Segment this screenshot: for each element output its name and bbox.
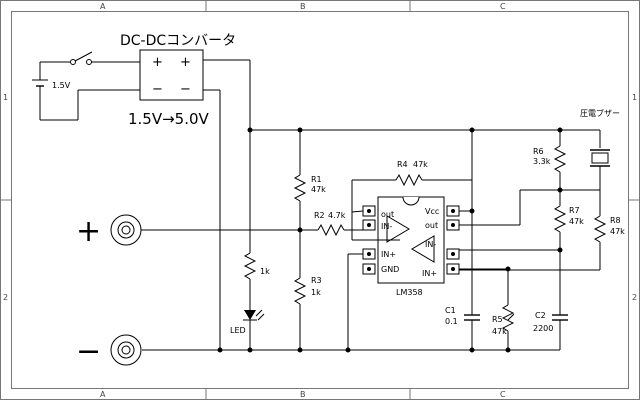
led-resistor [243, 252, 257, 280]
input-terminal-minus [110, 334, 142, 366]
battery-label: 1.5V [52, 81, 71, 90]
capacitor-c1: C1 0.1 [445, 306, 480, 350]
conversion-label: 1.5V→5.0V [128, 110, 210, 128]
r6-resistor [553, 145, 567, 173]
power-section: 1.5V DC-DCコンバータ + + − − 1.5V→5.0V [32, 33, 251, 350]
buzzer-branch: R6 3.3k 圧電ブザー [533, 108, 620, 200]
pin-gnd: GND [381, 265, 399, 274]
r7-name: R7 [569, 206, 580, 215]
ic-wiring [347, 189, 600, 350]
frame-col-b-bottom: B [300, 390, 306, 399]
frame-row-1-right: 1 [632, 93, 637, 102]
converter-minus-left: − [152, 82, 163, 97]
potentiometer-r5: R5 47k [492, 304, 515, 350]
lm358-ic: out IN- IN+ GND Vcc out IN- IN+ LM358 [362, 196, 460, 297]
r2-branch: R2 4.7k [300, 211, 363, 237]
r4-feedback: R4 47k [351, 130, 473, 315]
pin-in-minus-left: IN- [381, 222, 392, 231]
input-terminals: + − [76, 214, 300, 369]
led-branch: 1k LED [230, 130, 270, 350]
frame-col-a-bottom: A [100, 390, 106, 399]
frame-col-c-top: C [500, 2, 506, 11]
capacitor-c2: C2 2200 [533, 311, 568, 350]
frame-col-c-bottom: C [500, 390, 506, 399]
pin-in-plus-left: IN+ [381, 250, 396, 259]
r6-name: R6 [533, 147, 544, 156]
frame-col-b-top: B [300, 2, 306, 11]
input-minus-sign: − [76, 334, 101, 369]
led-icon [244, 310, 256, 320]
junction-dots [217, 127, 563, 353]
frame-row-1-left: 1 [3, 93, 8, 102]
power-switch [70, 51, 140, 65]
converter-title: DC-DCコンバータ [120, 33, 236, 49]
buzzer-label: 圧電ブザー [580, 108, 620, 118]
converter-minus-right: − [180, 82, 191, 97]
r4-name: R4 [397, 160, 408, 169]
r7-value: 47k [569, 217, 584, 226]
ic-notch [402, 196, 420, 206]
r5-value: 47k [492, 327, 507, 336]
pin-out-right: out [425, 221, 438, 230]
frame-row-2-right: 2 [632, 293, 637, 302]
r5-name: R5 [492, 315, 503, 324]
ic-name: LM358 [396, 288, 423, 297]
divider-r1-r3: R1 47k R3 1k [293, 130, 326, 350]
r8-name: R8 [610, 216, 621, 225]
frame-row-2-left: 2 [3, 293, 8, 302]
r4-resistor [395, 173, 423, 187]
r8-resistor [593, 215, 607, 243]
dcdc-converter-box [139, 49, 204, 101]
c2-name: C2 [535, 311, 546, 320]
opamp-a-icon [386, 215, 410, 243]
r6-value: 3.3k [533, 157, 551, 166]
converter-plus-left: + [152, 55, 163, 70]
opamp-b-icon [411, 235, 435, 263]
r2-name: R2 [314, 211, 325, 220]
pin-in-minus-right: IN- [425, 240, 436, 249]
pin-in-plus-right: IN+ [422, 269, 437, 278]
bias-r7-r8: R7 47k R8 47k [553, 190, 625, 315]
converter-plus-right: + [180, 55, 191, 70]
r3-name: R3 [311, 276, 322, 285]
led-label: LED [230, 326, 246, 335]
buzzer-icon [591, 152, 609, 164]
frame-col-a-top: A [100, 2, 106, 11]
r1-name: R1 [311, 175, 322, 184]
r1-resistor [293, 174, 307, 202]
r2-value: 4.7k [328, 211, 346, 220]
c1-value: 0.1 [445, 317, 458, 326]
input-plus-sign: + [76, 214, 101, 249]
r4-value: 47k [413, 160, 428, 169]
r7-resistor [553, 205, 567, 233]
r5-resistor [501, 304, 515, 332]
c1-name: C1 [445, 306, 456, 315]
r2-resistor [317, 223, 345, 237]
r3-value: 1k [311, 288, 321, 297]
c2-value: 2200 [533, 324, 553, 333]
input-terminal-plus [110, 214, 142, 246]
pin-out-left: out [381, 210, 394, 219]
r1-value: 47k [311, 185, 326, 194]
r8-value: 47k [610, 227, 625, 236]
pin-vcc: Vcc [425, 207, 439, 216]
led-resistor-value: 1k [260, 267, 270, 276]
r3-resistor [293, 277, 307, 305]
